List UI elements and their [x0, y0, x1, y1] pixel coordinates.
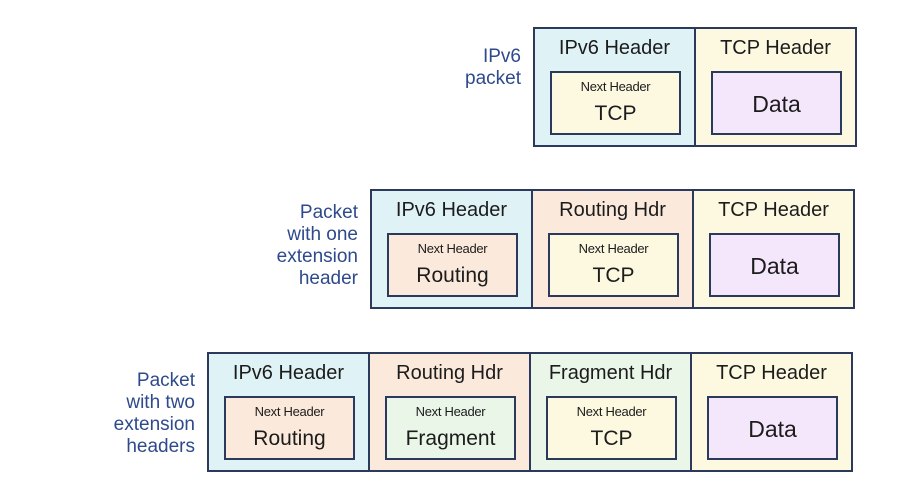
packet-row-label: Packet with one extension header	[276, 202, 358, 289]
data-payload-label: Data	[750, 253, 799, 279]
cell-title: Routing Hdr	[396, 362, 503, 384]
cell-title: IPv6 Header	[232, 362, 345, 384]
cell-title: IPv6 Header	[558, 37, 671, 59]
next-header-label: Next Header	[417, 241, 488, 256]
data-payload-box: Data	[709, 233, 840, 297]
cell-title: TCP Header	[716, 362, 827, 384]
data-payload-label: Data	[752, 91, 801, 117]
cell-title: TCP Header	[718, 199, 829, 221]
cell-title: Fragment Hdr	[548, 362, 673, 384]
next-header-label: Next Header	[415, 404, 486, 419]
next-header-value: TCP	[594, 102, 637, 125]
next-header-value: Routing	[253, 427, 326, 450]
data-payload-box: Data	[711, 71, 842, 135]
packet-row-label: IPv6 packet	[465, 46, 521, 89]
next-header-value: Routing	[416, 264, 489, 287]
next-header-value: Fragment	[405, 427, 496, 450]
cell-title: Routing Hdr	[559, 199, 666, 221]
packet-row-label: Packet with two extension headers	[113, 370, 195, 457]
next-header-value: TCP	[592, 264, 635, 287]
cell-title: TCP Header	[720, 37, 831, 59]
data-payload-box: Data	[707, 396, 838, 460]
cell-title: IPv6 Header	[395, 199, 508, 221]
next-header-label: Next Header	[254, 404, 325, 419]
data-payload-label: Data	[748, 416, 797, 442]
next-header-label: Next Header	[578, 241, 649, 256]
next-header-label: Next Header	[576, 404, 647, 419]
next-header-value: TCP	[590, 427, 633, 450]
next-header-label: Next Header	[580, 79, 651, 94]
